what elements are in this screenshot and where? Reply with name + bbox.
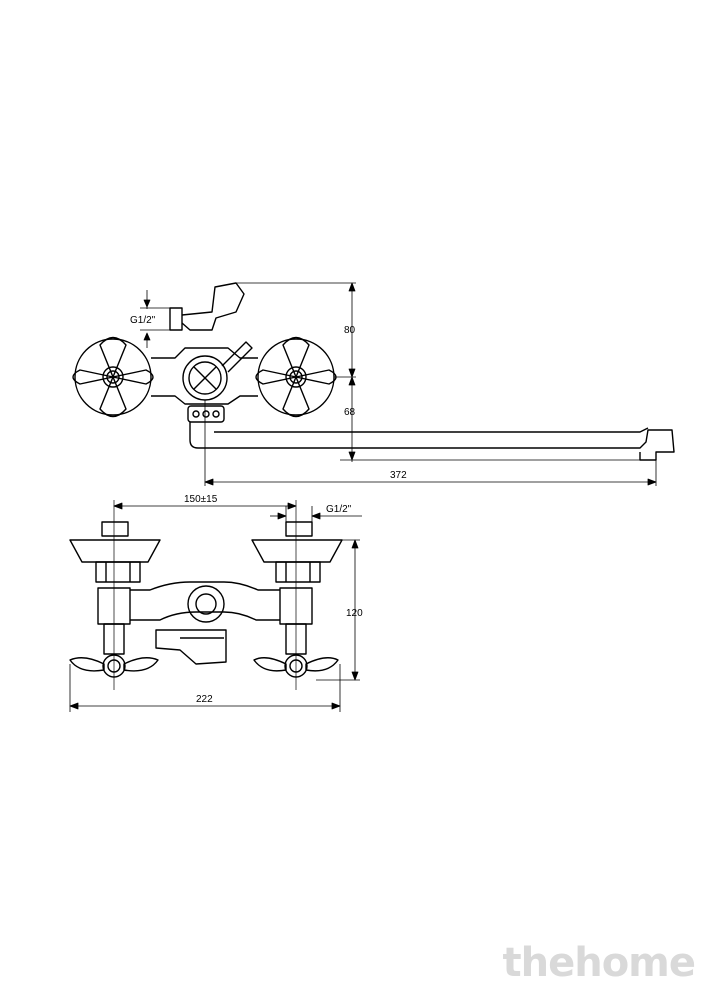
dim-spout-reach xyxy=(204,400,657,486)
lower-view: 150±15 G1/2" 120 xyxy=(69,494,363,712)
right-valve-top xyxy=(251,521,343,678)
thread-label-upper: G1/2" xyxy=(130,315,156,326)
thread-label-lower: G1/2" xyxy=(326,504,352,515)
mixer-body-front xyxy=(151,282,258,423)
dim-label-222: 222 xyxy=(196,694,213,705)
dim-label-120: 120 xyxy=(346,608,363,619)
dim-width-lower xyxy=(69,664,341,712)
dim-thread-upper xyxy=(140,290,170,348)
spout-side xyxy=(189,422,675,461)
upper-view: G1/2" 80 68 372 xyxy=(72,282,675,486)
dim-height-upper xyxy=(236,282,640,462)
watermark-logo: thehome xyxy=(502,940,696,986)
dim-label-150: 150±15 xyxy=(184,494,218,505)
dim-thread-lower xyxy=(270,506,362,522)
right-handle-front xyxy=(255,336,337,418)
centerlines-lower xyxy=(113,500,297,690)
dim-label-68: 68 xyxy=(344,407,356,418)
dim-center-distance xyxy=(113,502,297,510)
dim-height-lower xyxy=(316,539,360,681)
dim-label-372: 372 xyxy=(390,470,407,481)
mixer-body-top xyxy=(130,581,280,665)
left-valve-top xyxy=(69,521,161,678)
dim-label-80: 80 xyxy=(344,325,356,336)
left-handle-front xyxy=(72,336,154,418)
